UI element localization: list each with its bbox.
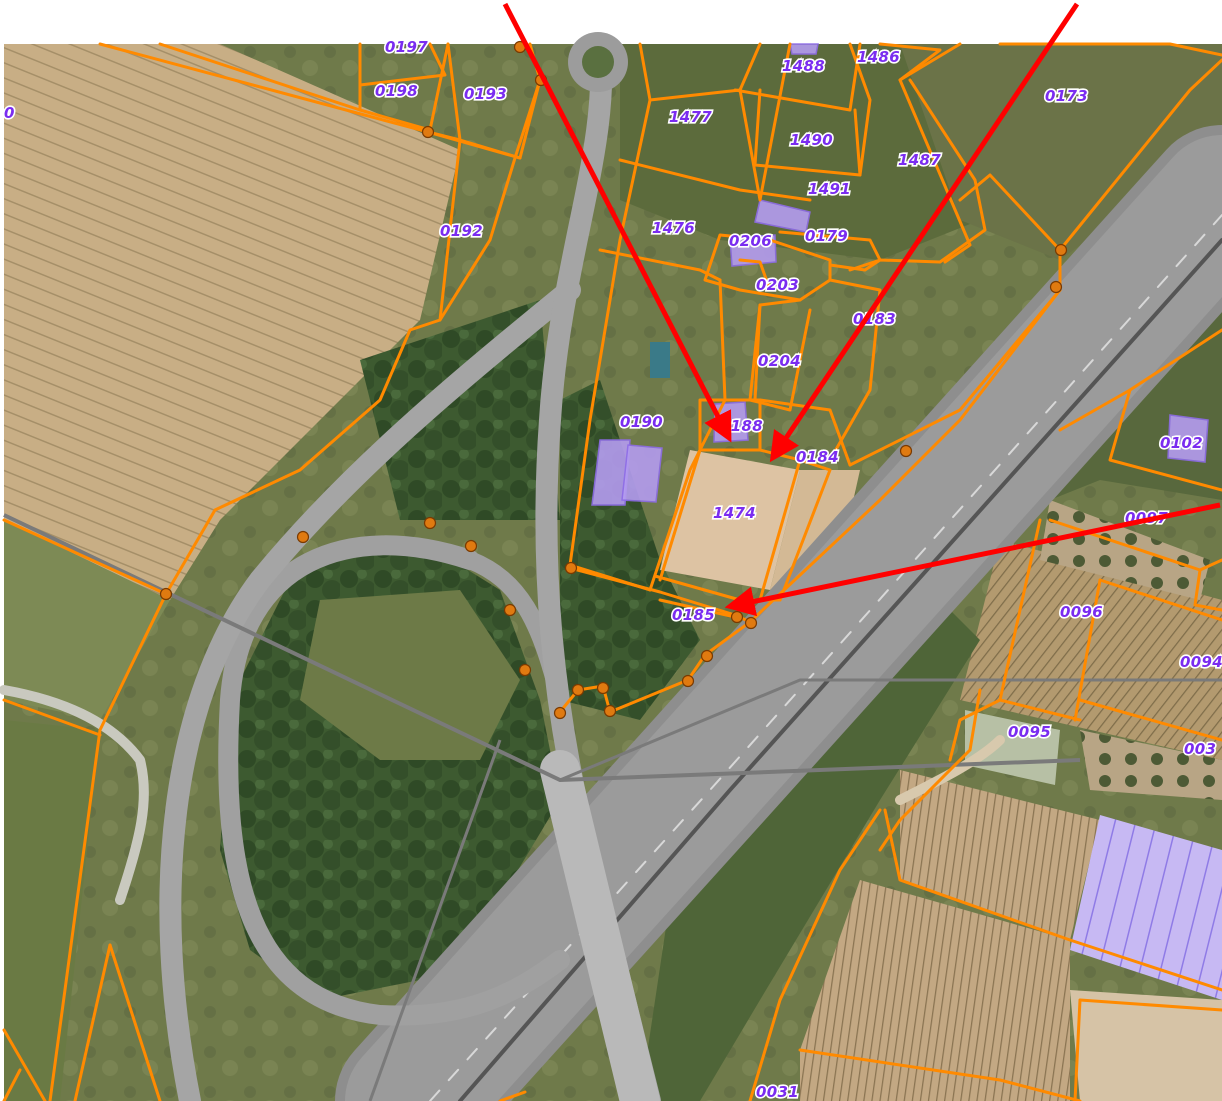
parcel-1474-ground xyxy=(660,450,800,590)
parcel-label-0198[interactable]: 0198 xyxy=(373,80,419,101)
arrow-to-0184 xyxy=(769,2,1080,463)
building-1488 xyxy=(789,43,819,55)
building-0102 xyxy=(1167,414,1209,463)
parcel-label-1491[interactable]: 1491 xyxy=(806,178,852,199)
arrow-to-0185 xyxy=(724,502,1221,617)
road-network xyxy=(0,32,1222,1101)
parcel-label-1477[interactable]: 1477 xyxy=(667,106,713,127)
parcel-label-0193[interactable]: 0193 xyxy=(462,83,508,104)
field-area xyxy=(4,44,460,600)
annotation-arrows xyxy=(502,2,1221,617)
parcel-label-0206[interactable]: 0206 xyxy=(727,230,773,251)
building-0190 xyxy=(591,439,631,506)
building-1491 xyxy=(754,199,811,233)
parcel-label-0197[interactable]: 0197 xyxy=(383,36,429,57)
parcel-label-1490[interactable]: 1490 xyxy=(788,129,834,150)
parcel-boundaries xyxy=(2,42,1222,1101)
parcel-label-0096[interactable]: 0096 xyxy=(1058,601,1104,622)
parcel-label-0190[interactable]: 0190 xyxy=(618,411,664,432)
arrow-to-0188 xyxy=(502,2,732,443)
parcel-label-0204[interactable]: 0204 xyxy=(756,350,802,371)
parcel-label-edge-left[interactable]: 0 xyxy=(2,102,16,123)
parcel-label-0033[interactable]: 003 xyxy=(1182,738,1217,759)
parcel-label-1488[interactable]: 1488 xyxy=(780,55,826,76)
greenhouse-small xyxy=(965,710,1060,785)
pool xyxy=(650,342,670,378)
parcel-label-1474[interactable]: 1474 xyxy=(711,502,757,523)
building-0190-roof xyxy=(621,444,663,503)
parcel-label-1476[interactable]: 1476 xyxy=(650,217,696,238)
parcel-label-0192[interactable]: 0192 xyxy=(438,220,484,241)
parcel-label-0095[interactable]: 0095 xyxy=(1006,721,1052,742)
parcel-label-0102[interactable]: 0102 xyxy=(1158,432,1204,453)
parcel-label-0184[interactable]: 0184 xyxy=(794,446,840,467)
parcel-label-0031[interactable]: 0031 xyxy=(754,1081,800,1101)
parcel-label-0203[interactable]: 0203 xyxy=(754,274,800,295)
aerial-imagery xyxy=(4,44,1222,1101)
parcel-label-0173[interactable]: 0173 xyxy=(1043,85,1089,106)
parcel-label-1487[interactable]: 1487 xyxy=(896,149,942,170)
parcel-label-0179[interactable]: 0179 xyxy=(803,225,849,246)
building-0206 xyxy=(729,234,777,267)
parcel-labels: 0197 0198 0193 0192 1477 1488 1486 1490 … xyxy=(2,36,1222,1101)
parcel-label-0185[interactable]: 0185 xyxy=(670,604,716,625)
parcel-label-0094[interactable]: 0094 xyxy=(1178,651,1222,672)
parcel-label-1486[interactable]: 1486 xyxy=(855,46,901,67)
